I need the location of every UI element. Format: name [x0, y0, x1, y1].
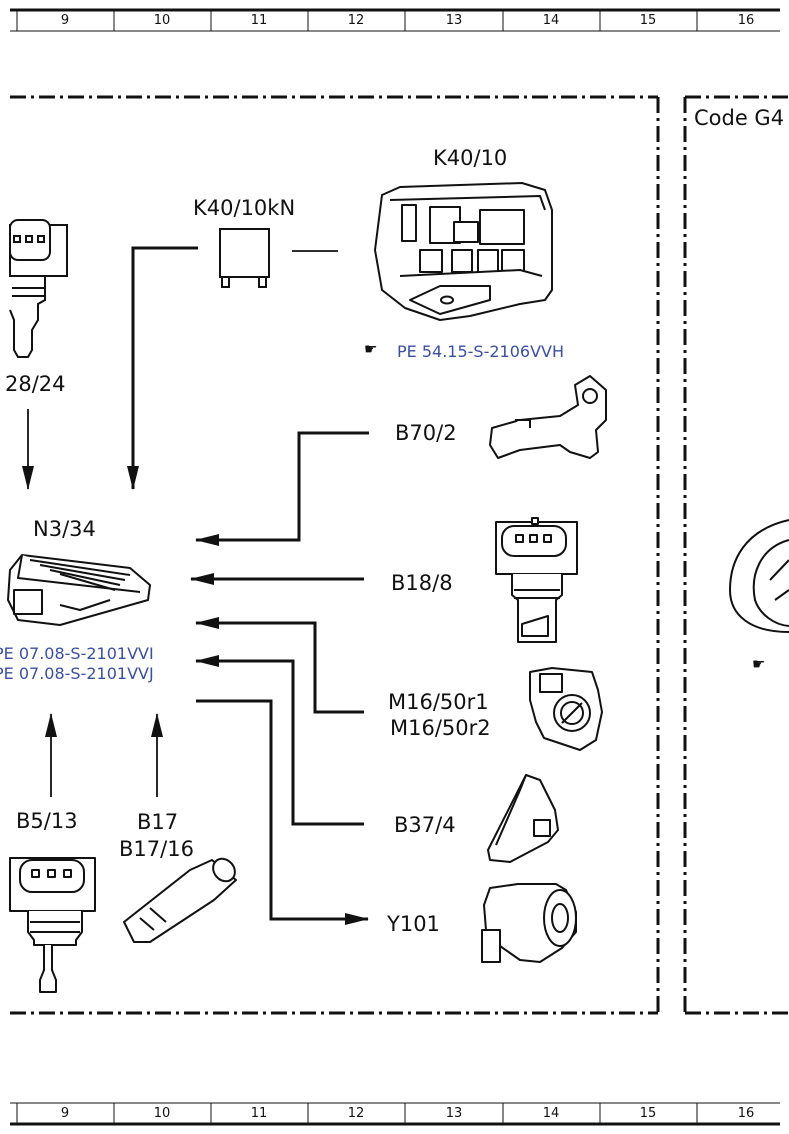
label-b5-13: B5/13 — [16, 809, 78, 833]
label-b18-8: B18/8 — [391, 571, 453, 595]
grid-col-10-top: 10 — [153, 13, 171, 28]
wire-m16-50-to-n3-34-a — [195, 617, 364, 714]
label-b28-24: 28/24 — [5, 372, 66, 396]
bottom-grid-ruler — [10, 1102, 780, 1126]
reference-link-k40-10[interactable]: PE 54.15-S-2106VVH — [397, 342, 564, 361]
grid-col-16-bottom: 16 — [737, 1106, 755, 1121]
label-k40-10kn: K40/10kN — [193, 196, 296, 220]
grid-col-11-top: 11 — [250, 13, 268, 28]
label-b17-16: B17/16 — [119, 837, 194, 861]
grid-col-10-bottom: 10 — [153, 1106, 171, 1121]
grid-col-9-top: 9 — [60, 13, 70, 28]
code-g4-title: Code G4 — [694, 106, 785, 130]
throttle-actuator-m16-50-drawing — [529, 667, 603, 751]
sensor-b17-drawing — [123, 857, 237, 943]
code-g4-component-drawing — [728, 519, 789, 633]
pointing-hand-icon-code-g4: ☛ — [752, 655, 766, 673]
grid-col-14-top: 14 — [542, 13, 560, 28]
wire-b37-4-to-n3-34 — [195, 655, 364, 826]
grid-col-12-top: 12 — [347, 13, 365, 28]
grid-col-9-bottom: 9 — [60, 1106, 70, 1121]
code-g4-boundary-box — [683, 95, 789, 1015]
label-k40-10: K40/10 — [433, 146, 508, 170]
grid-col-15-top: 15 — [639, 13, 657, 28]
sensor-b5-13-drawing — [9, 857, 96, 993]
grid-col-12-bottom: 12 — [347, 1106, 365, 1121]
grid-col-15-bottom: 15 — [639, 1106, 657, 1121]
reference-link-n3-34-a[interactable]: PE 07.08-S-2101VVI — [0, 644, 154, 663]
ecu-n3-34-drawing — [7, 554, 151, 626]
grid-col-16-top: 16 — [737, 13, 755, 28]
sensor-b18-8-drawing — [495, 517, 578, 643]
grid-col-11-bottom: 11 — [250, 1106, 268, 1121]
sensor-b28-24-drawing — [9, 219, 68, 358]
label-b37-4: B37/4 — [394, 813, 456, 837]
grid-col-13-bottom: 13 — [445, 1106, 463, 1121]
fuse-relay-module-k40-10-drawing — [374, 182, 553, 321]
grid-col-14-bottom: 14 — [542, 1106, 560, 1121]
label-y101: Y101 — [387, 912, 440, 936]
main-boundary-box — [10, 95, 660, 1015]
reference-link-n3-34-b[interactable]: PE 07.08-S-2101VVJ — [0, 664, 154, 683]
top-grid-ruler — [10, 8, 780, 32]
label-b70-2: B70/2 — [395, 421, 457, 445]
relay-k40-10kn-drawing — [219, 228, 270, 288]
wire-n3-34-to-y101 — [196, 699, 369, 925]
sensor-b70-2-drawing — [489, 375, 607, 459]
label-m16-50r2: M16/50r2 — [390, 716, 491, 740]
wire-k40-10kn-to-n3-34 — [127, 246, 198, 490]
pointing-hand-icon: ☛ — [364, 340, 378, 358]
pedal-sensor-b37-4-drawing — [487, 774, 559, 863]
grid-col-13-top: 13 — [445, 13, 463, 28]
wire-b70-2-to-n3-34 — [195, 431, 369, 546]
label-m16-50r1: M16/50r1 — [388, 690, 489, 714]
label-b17: B17 — [137, 810, 179, 834]
valve-y101-drawing — [481, 883, 577, 963]
label-n3-34: N3/34 — [33, 517, 96, 541]
